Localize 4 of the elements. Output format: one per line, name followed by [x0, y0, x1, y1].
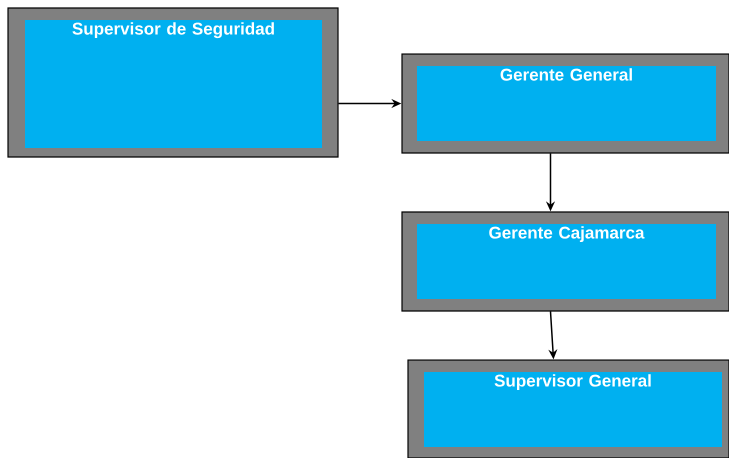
title-box: Supervisor de Seguridad — [7, 7, 339, 158]
title-box: Gerente General — [401, 53, 729, 154]
title-box: Gerente Cajamarca — [401, 211, 729, 312]
title-box: Supervisor General — [407, 359, 729, 458]
